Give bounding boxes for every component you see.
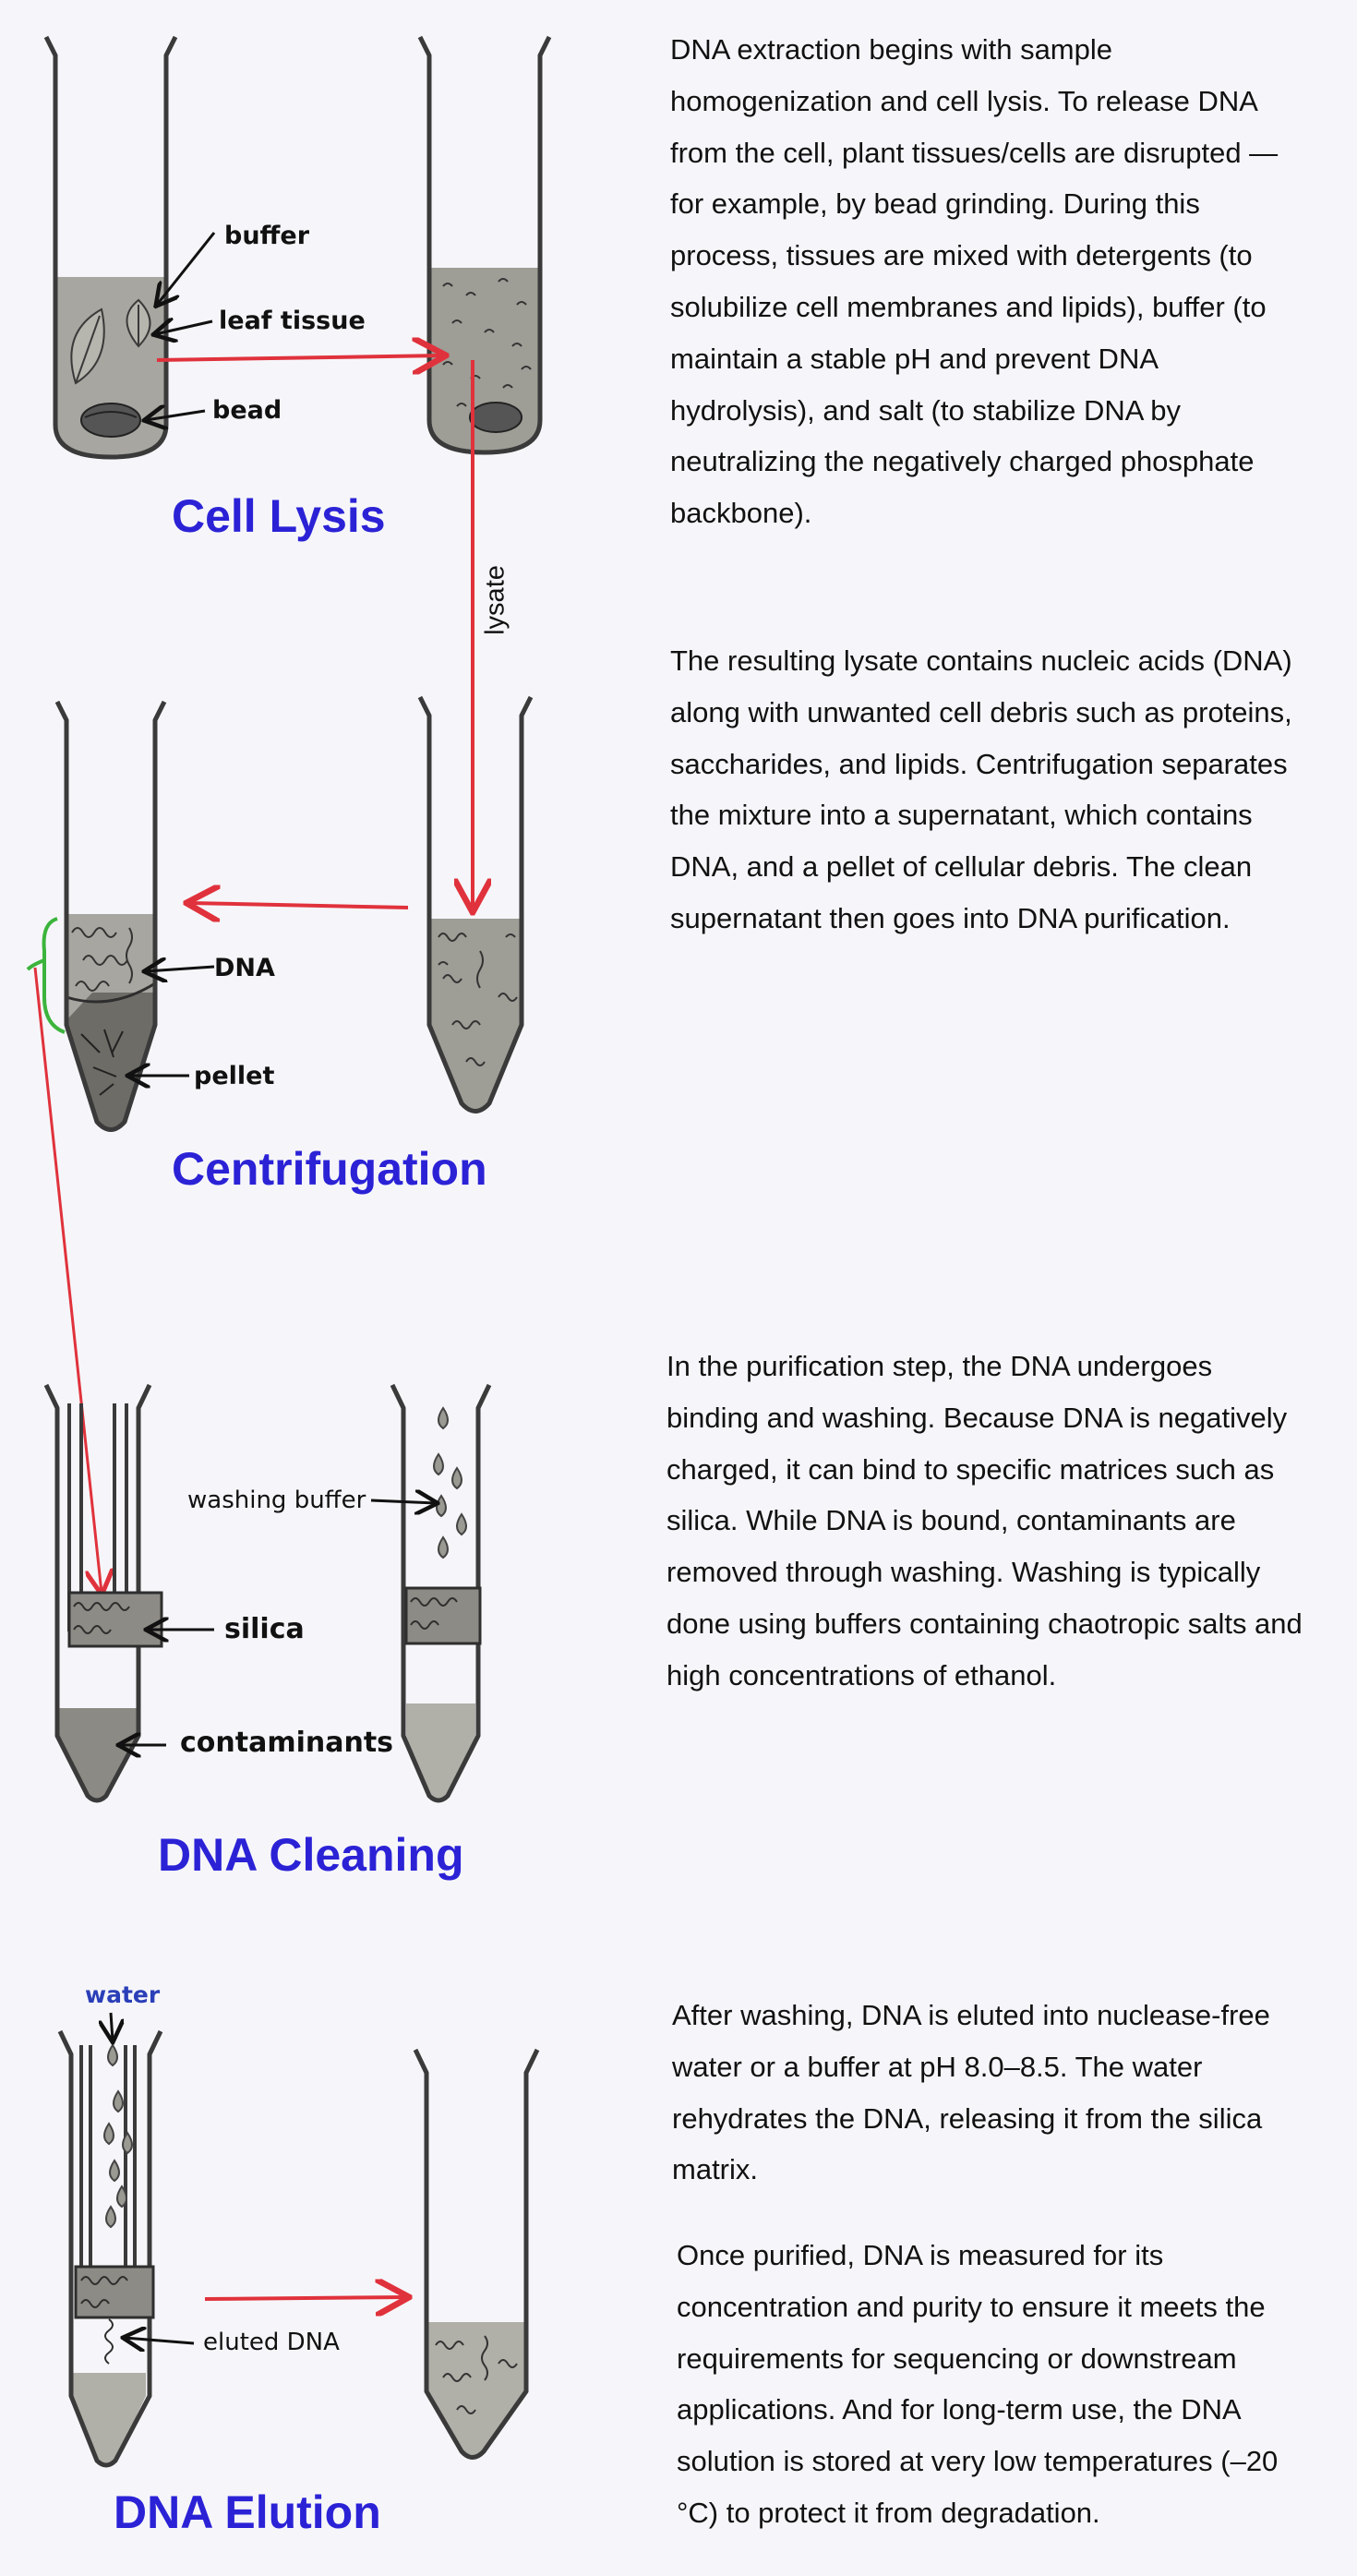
centrifuge-tube-right [417, 695, 534, 1113]
elution-tube-left [57, 2029, 163, 2468]
cleaning-tube-right [390, 1383, 492, 1803]
dna-cleaning-title: DNA Cleaning [158, 1829, 464, 1881]
cleaning-paragraph: In the purification step, the DNA underg… [666, 1350, 1303, 1691]
supernatant-bracket [26, 917, 66, 1034]
supernatant-transfer-arrow [189, 903, 409, 908]
dna-elution-title: DNA Elution [114, 2486, 381, 2538]
centrifugation-paragraph: The resulting lysate contains nucleic ac… [670, 644, 1292, 934]
storage-paragraph: Once purified, DNA is measured for its c… [677, 2239, 1279, 2529]
lysate-arrow-label: lysate [480, 565, 510, 635]
buffer-pointer-arrow [157, 232, 216, 305]
centrifuge-tube-left [54, 700, 167, 1132]
silica-column [67, 1591, 163, 1648]
leaf-tissue-label: leaf tissue [219, 307, 366, 335]
washing-buffer-label: washing buffer [187, 1487, 366, 1514]
bead-label: bead [212, 396, 282, 425]
bead-icon [80, 403, 141, 438]
pellet-fill [66, 993, 155, 1130]
washing-buffer-drops [433, 1406, 467, 1559]
lysis-process-arrow [156, 355, 443, 360]
dna-pointer-arrow [146, 967, 215, 971]
pellet-label: pellet [194, 1062, 275, 1090]
washing-buffer-pointer-arrow [370, 1500, 436, 1503]
eluted-dna-strand [104, 2318, 114, 2365]
purification-process-arrow [33, 967, 102, 1593]
contaminants-label: contaminants [180, 1727, 394, 1759]
lysis-tube-left [43, 35, 178, 460]
leaf-tissue-icon [70, 298, 151, 385]
silica-label: silica [224, 1613, 305, 1645]
lysis-tube-right [417, 35, 552, 455]
leaf-pointer-arrow [155, 321, 213, 334]
centrifugation-title: Centrifugation [172, 1143, 487, 1195]
water-pointer-arrow [111, 2012, 113, 2040]
bead-pointer-arrow [146, 411, 206, 420]
water-label: water [85, 1981, 161, 2008]
water-drops [103, 2043, 133, 2229]
dna-label: DNA [214, 954, 275, 982]
elution-process-arrow [204, 2297, 406, 2299]
contaminants-liquid [57, 1708, 138, 1800]
eluted-dna-label: eluted DNA [203, 2329, 340, 2356]
lysis-paragraph: DNA extraction begins with sample homoge… [670, 33, 1279, 530]
elution-paragraph: After washing, DNA is eluted into nuclea… [672, 1999, 1270, 2186]
cell-lysis-title: Cell Lysis [172, 490, 386, 542]
eluted-dna-pointer-arrow [125, 2338, 195, 2343]
cleaning-tube-left [43, 1383, 163, 1803]
elution-tube-right [413, 2048, 540, 2460]
buffer-label: buffer [224, 222, 310, 250]
